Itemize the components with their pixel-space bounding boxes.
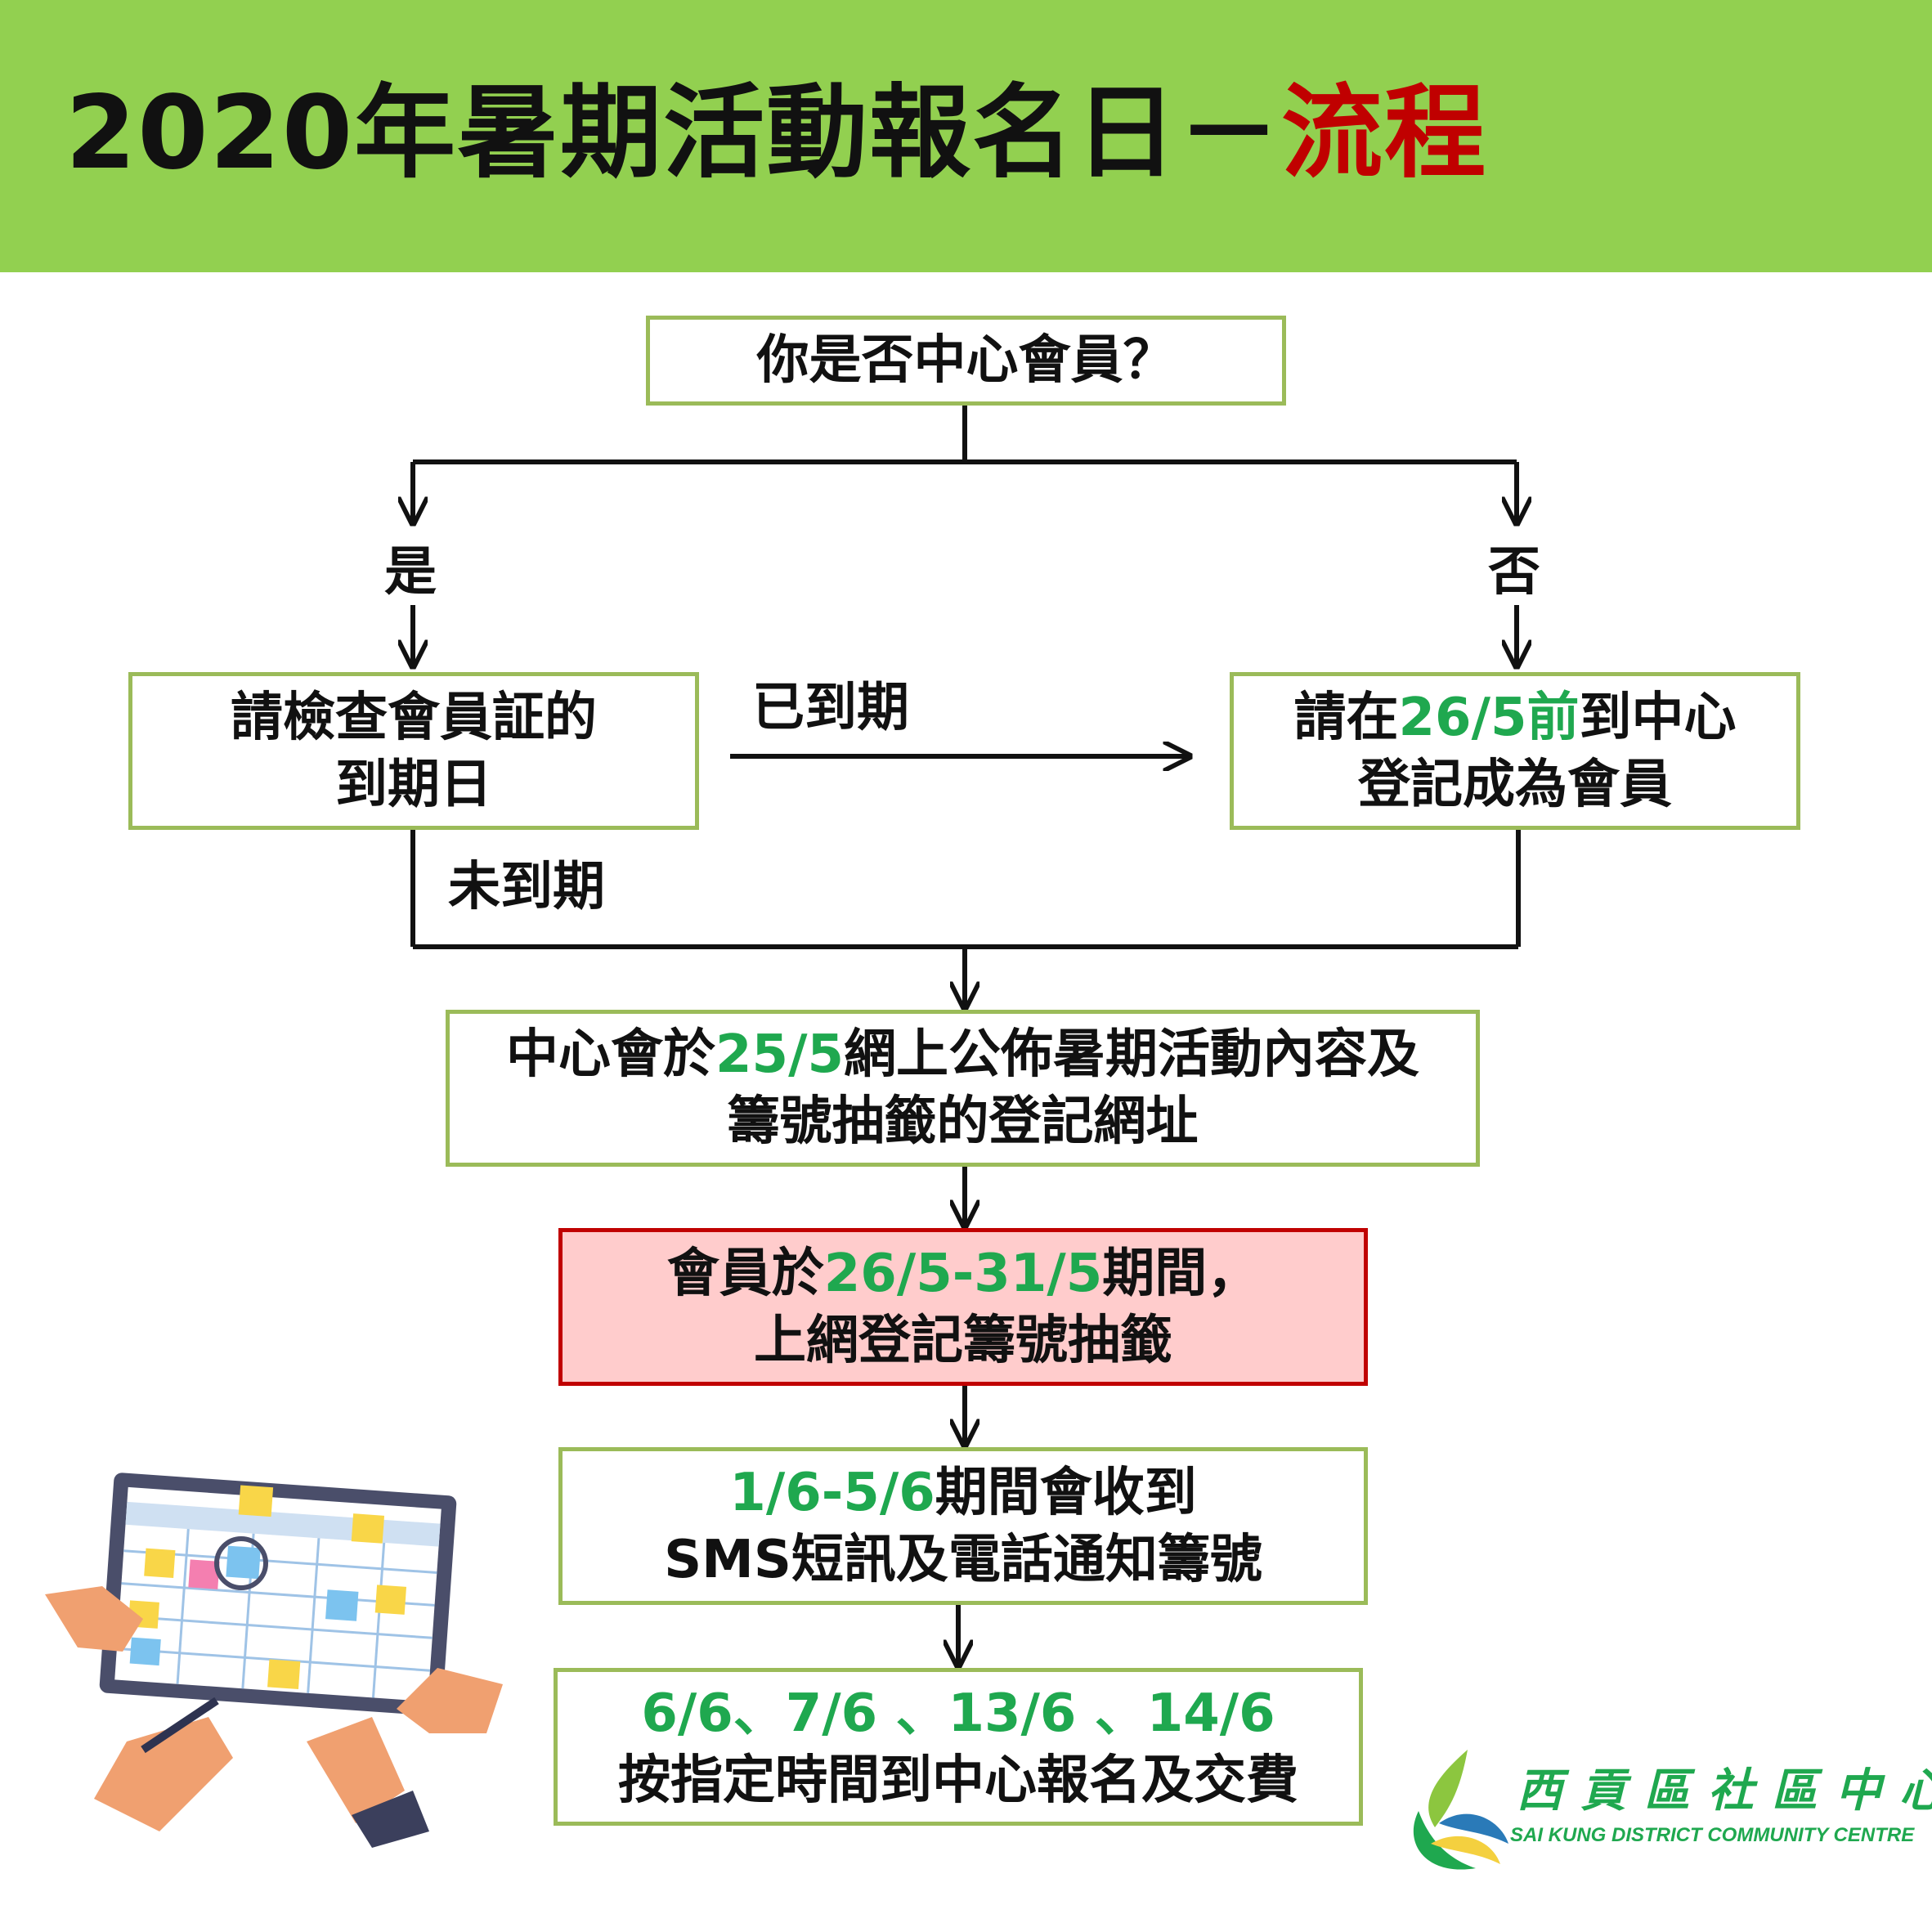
- pen-icon: [141, 1697, 219, 1754]
- announce-line2: 籌號抽籤的登記網址: [727, 1092, 1199, 1152]
- logo-chinese-name: 西貢區社區中心: [1517, 1764, 1932, 1818]
- question-box: 你是否中心會員？: [646, 316, 1286, 406]
- register-line1: 請在26/5前到中心: [1293, 687, 1737, 748]
- register-line2: 登記成為會員: [1358, 754, 1672, 815]
- sticky-notes: [128, 1485, 407, 1690]
- page-title: 2020年暑期活動報名日－流程: [65, 72, 1487, 195]
- check-line1: 請檢查會員証的: [231, 687, 597, 748]
- magnifier-icon: [214, 1536, 268, 1590]
- left-hand: [45, 1586, 143, 1652]
- register-member-box: 請在26/5前到中心 登記成為會員: [1230, 672, 1800, 830]
- sms-date: 1/6-5/6: [729, 1462, 935, 1523]
- logo: 西貢區社區中心 SAI KUNG DISTRICT COMMUNITY CENT…: [1402, 1746, 1932, 1880]
- planning-illustration: [45, 1473, 503, 1848]
- online-date: 26/5-31/5: [823, 1243, 1103, 1304]
- pay-line2: 按指定時間到中心報名及交費: [618, 1750, 1298, 1811]
- announce-date: 25/5: [715, 1024, 844, 1085]
- register-date: 26/5前: [1398, 687, 1580, 748]
- online-line2: 上網登記籌號抽籤: [754, 1310, 1172, 1371]
- pay-dates: 6/6、7/6 、13/6 、14/6: [641, 1683, 1275, 1744]
- title-main: 2020年暑期活動報名日－: [65, 74, 1282, 192]
- logo-mark: [1413, 1750, 1508, 1870]
- online-line1: 會員於26/5-31/5期間，: [666, 1243, 1260, 1304]
- label-not-expired: 未到期: [448, 857, 605, 917]
- online-registration-box: 會員於26/5-31/5期間， 上網登記籌號抽籤: [558, 1228, 1368, 1386]
- question-text: 你是否中心會員？: [756, 330, 1176, 391]
- payment-box: 6/6、7/6 、13/6 、14/6 按指定時間到中心報名及交費: [554, 1668, 1363, 1826]
- label-expired: 已到期: [752, 678, 909, 738]
- announce-box: 中心會於25/5網上公佈暑期活動內容及 籌號抽籤的登記網址: [446, 1010, 1480, 1167]
- sms-notice-box: 1/6-5/6期間會收到 SMS短訊及電話通知籌號: [558, 1447, 1368, 1605]
- label-no: 否: [1488, 542, 1540, 603]
- writing-hand: [94, 1717, 233, 1831]
- check-expiry-box: 請檢查會員証的 到期日: [128, 672, 699, 830]
- announce-line1: 中心會於25/5網上公佈暑期活動內容及: [506, 1024, 1419, 1085]
- label-yes: 是: [384, 542, 437, 603]
- logo-english-name: SAI KUNG DISTRICT COMMUNITY CENTRE: [1510, 1824, 1915, 1846]
- check-line2: 到期日: [335, 754, 492, 815]
- header-banner: 2020年暑期活動報名日－流程: [0, 0, 1932, 272]
- right-hand: [397, 1668, 503, 1733]
- title-accent: 流程: [1281, 74, 1488, 192]
- sms-line1: 1/6-5/6期間會收到: [729, 1462, 1197, 1523]
- sms-line2: SMS短訊及電話通知籌號: [664, 1529, 1262, 1590]
